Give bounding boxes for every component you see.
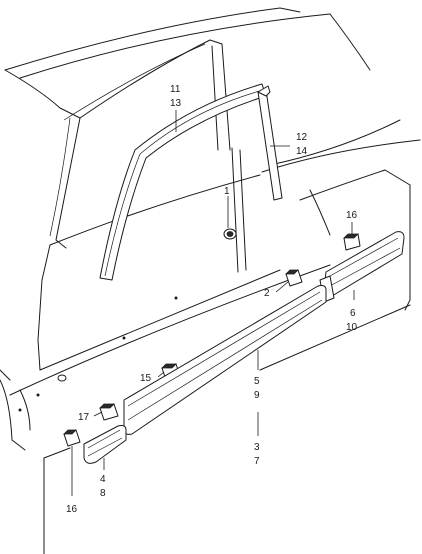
label-12: 12 (296, 132, 308, 143)
label-9: 9 (254, 390, 260, 401)
side-moulding-door-5-9 (123, 285, 327, 435)
label-16-lower: 16 (66, 504, 78, 515)
label-17: 17 (78, 412, 90, 423)
clip-part-16-upper (343, 233, 361, 251)
label-2: 2 (264, 288, 270, 299)
clip-part-16-lower (63, 429, 81, 447)
label-7: 7 (254, 456, 260, 467)
small-clip (57, 374, 67, 382)
part-labels: 11 13 12 14 1 16 2 6 10 15 5 9 17 3 7 4 … (66, 84, 358, 515)
label-3: 3 (254, 442, 260, 453)
label-5: 5 (254, 376, 260, 387)
label-8: 8 (100, 488, 106, 499)
grommet-part-1 (223, 228, 237, 240)
leader-lines (71, 110, 355, 496)
clip-part-17 (99, 403, 119, 421)
label-6: 6 (350, 308, 356, 319)
label-4: 4 (100, 474, 106, 485)
side-moulding-rear-6-10 (319, 231, 405, 303)
label-1: 1 (224, 186, 230, 197)
window-run-channel-rear (257, 85, 283, 201)
side-moulding-front-4-8 (83, 425, 127, 464)
label-16-upper: 16 (346, 210, 358, 221)
label-14: 14 (296, 146, 308, 157)
clip-part-2 (285, 269, 303, 287)
label-15: 15 (140, 373, 152, 384)
car-body-outline (0, 7, 421, 554)
label-11: 11 (170, 84, 181, 95)
label-10: 10 (346, 322, 358, 333)
label-13: 13 (170, 98, 182, 109)
